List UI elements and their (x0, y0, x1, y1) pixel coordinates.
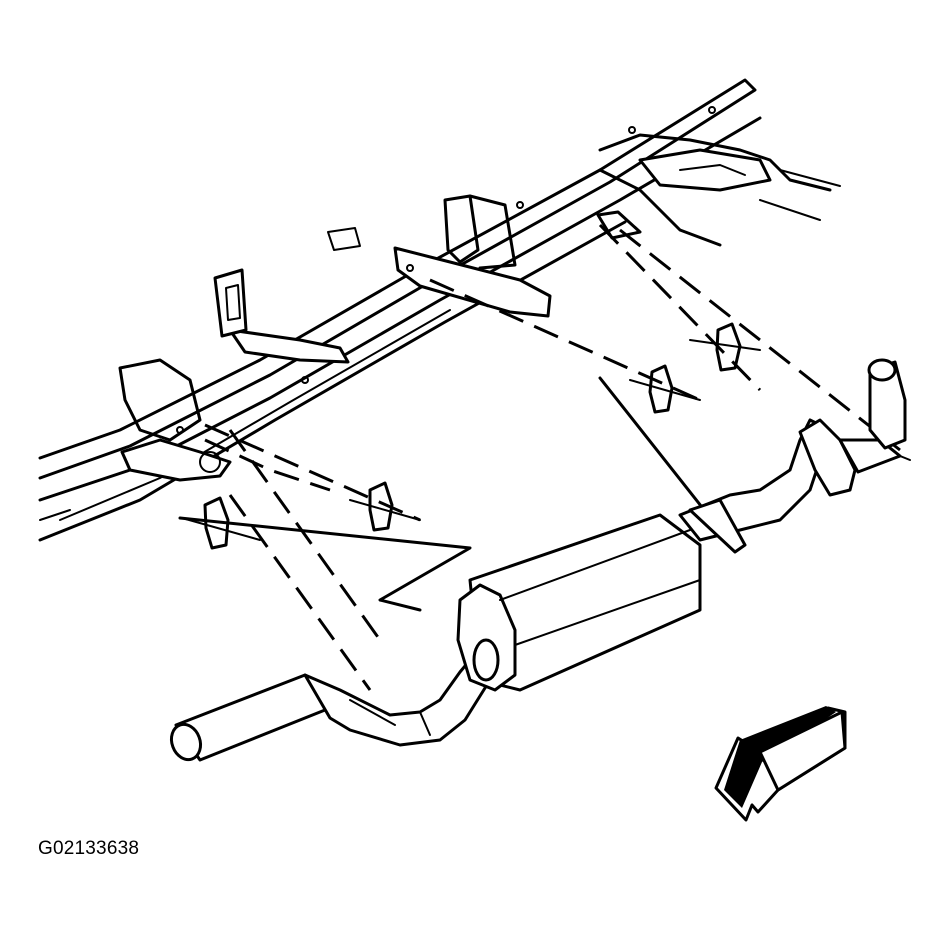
hanger-brackets (181, 322, 911, 550)
hanger-front-right (349, 481, 421, 532)
installation-leader-lines (178, 223, 901, 691)
figure-id-label: G02133638 (38, 838, 140, 859)
muffler (456, 513, 702, 692)
hanger-mid-left (629, 364, 701, 414)
vehicle-frame (38, 78, 841, 542)
direction-arrow-icon (714, 706, 847, 822)
hanger-mid-right (689, 322, 761, 372)
exhaust-system (169, 358, 907, 762)
